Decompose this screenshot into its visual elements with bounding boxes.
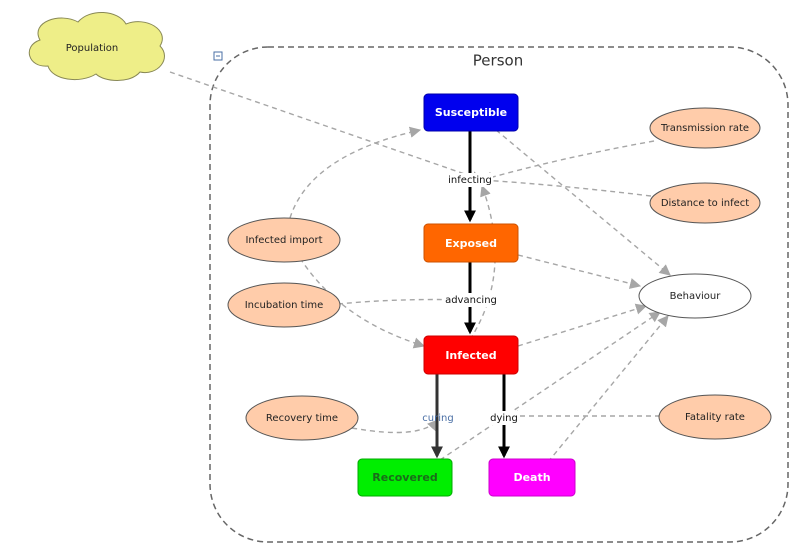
state-death[interactable]: Death [488, 458, 576, 497]
transition-advancing-label: advancing [445, 295, 497, 306]
param-fatality-rate-label: Fatality rate [685, 412, 745, 423]
param-incubation-time-label: Incubation time [245, 300, 324, 311]
state-exposed-label: Exposed [445, 237, 497, 250]
param-recovery-time[interactable]: Recovery time [245, 395, 359, 441]
link-distance-infecting [480, 175, 652, 197]
link-recovery-curing [351, 419, 439, 434]
transition-dying-label: dying [490, 413, 518, 424]
link-infected-behaviour [517, 303, 648, 347]
param-incubation-time[interactable]: Incubation time [227, 282, 341, 328]
transition-advancing[interactable]: advancing [443, 293, 499, 307]
minus-box-icon[interactable] [213, 51, 223, 61]
state-susceptible-label: Susceptible [435, 106, 507, 119]
state-exposed[interactable]: Exposed [423, 223, 519, 263]
state-death-label: Death [513, 471, 550, 484]
link-death-behaviour [547, 315, 669, 463]
param-transmission-rate-label: Transmission rate [660, 123, 749, 134]
state-infected[interactable]: Infected [423, 335, 519, 375]
state-recovered[interactable]: Recovered [357, 458, 453, 497]
population-label: Population [66, 43, 119, 54]
link-transmission-infecting [480, 140, 655, 183]
transition-curing[interactable]: curing [422, 413, 453, 424]
person-container[interactable] [209, 46, 789, 543]
param-recovery-time-label: Recovery time [266, 413, 338, 424]
param-fatality-rate[interactable]: Fatality rate [658, 394, 772, 440]
param-infected-import-label: Infected import [245, 235, 322, 246]
param-distance-to-infect[interactable]: Distance to infect [649, 182, 761, 224]
behaviour-node[interactable]: Behaviour [638, 273, 752, 319]
link-exposed-behaviour [517, 254, 642, 289]
state-infected-label: Infected [445, 349, 496, 362]
population-cloud[interactable]: Population [28, 12, 165, 81]
transition-curing-label: curing [422, 413, 453, 424]
link-susceptible-behaviour [495, 129, 671, 276]
param-infected-import[interactable]: Infected import [227, 217, 341, 263]
transition-infecting-label: infecting [448, 175, 492, 186]
param-distance-to-infect-label: Distance to infect [661, 198, 749, 209]
link-import-susceptible [289, 126, 422, 219]
link-recovered-behaviour [439, 311, 661, 461]
dependency-links [169, 71, 671, 463]
param-transmission-rate[interactable]: Transmission rate [649, 107, 761, 149]
state-recovered-label: Recovered [372, 471, 437, 484]
container-title: Person [473, 52, 523, 70]
behaviour-label: Behaviour [670, 291, 722, 302]
link-population-infecting [169, 71, 484, 182]
transition-dying[interactable]: dying [489, 411, 519, 425]
link-import-infected [299, 257, 426, 349]
transition-infecting[interactable]: infecting [447, 173, 493, 187]
state-susceptible[interactable]: Susceptible [423, 93, 519, 132]
